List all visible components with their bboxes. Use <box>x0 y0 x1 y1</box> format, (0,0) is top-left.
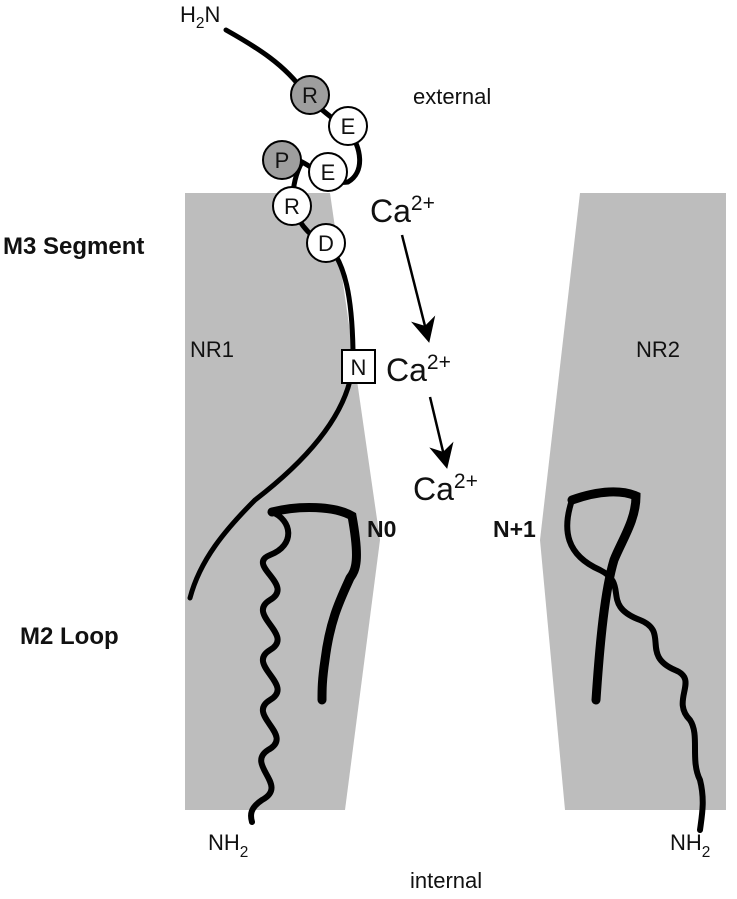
residue-r-5: R <box>272 186 312 226</box>
internal-label: internal <box>410 868 482 893</box>
residue-d-6: D <box>306 223 346 263</box>
residue-letter: E <box>341 114 356 139</box>
residue-circle <box>290 75 330 115</box>
residue-circle <box>262 140 302 180</box>
residue-p-3: P <box>262 140 302 180</box>
m2-loop-label: M2 Loop <box>20 623 119 650</box>
ca-arrow-1 <box>400 234 436 343</box>
m2-helix-right <box>564 497 706 833</box>
nh2-right-label: NH2 <box>670 830 710 861</box>
residue-circle <box>308 152 348 192</box>
residue-letter: D <box>318 231 334 256</box>
residue-e-4: E <box>308 152 348 192</box>
m3-segment-label: M3 Segment <box>3 233 144 260</box>
residue-circle <box>306 223 346 263</box>
ca-arrow-2 <box>428 396 454 469</box>
residue-circle <box>328 106 368 146</box>
m2-loop-left <box>267 503 361 705</box>
residue-letter: R <box>302 83 318 108</box>
asparagine-site-label: N <box>351 355 367 380</box>
external-label: external <box>413 84 491 109</box>
residue-letter: P <box>275 148 290 173</box>
n-plus-1-label: N+1 <box>493 516 536 542</box>
residue-letter: E <box>321 160 336 185</box>
residue-letter: R <box>284 194 300 219</box>
asparagine-site: N <box>341 349 376 384</box>
calcium-ion-label-mid: Ca2+ <box>386 351 451 388</box>
m2-loop-right <box>567 487 641 705</box>
calcium-ion-label-outer: Ca2+ <box>370 192 435 229</box>
nr1-label: NR1 <box>190 337 234 362</box>
m2-helix-left <box>248 509 292 825</box>
n-terminus-label: H2N <box>180 2 220 32</box>
nr1-membrane-block <box>185 193 380 810</box>
nr2-label: NR2 <box>636 337 680 362</box>
residue-e-2: E <box>328 106 368 146</box>
n0-label: N0 <box>367 516 396 542</box>
residue-r-1: R <box>290 75 330 115</box>
residue-circle <box>272 186 312 226</box>
nh2-left-label: NH2 <box>208 830 248 861</box>
calcium-ion-label-inner: Ca2+ <box>413 470 478 507</box>
